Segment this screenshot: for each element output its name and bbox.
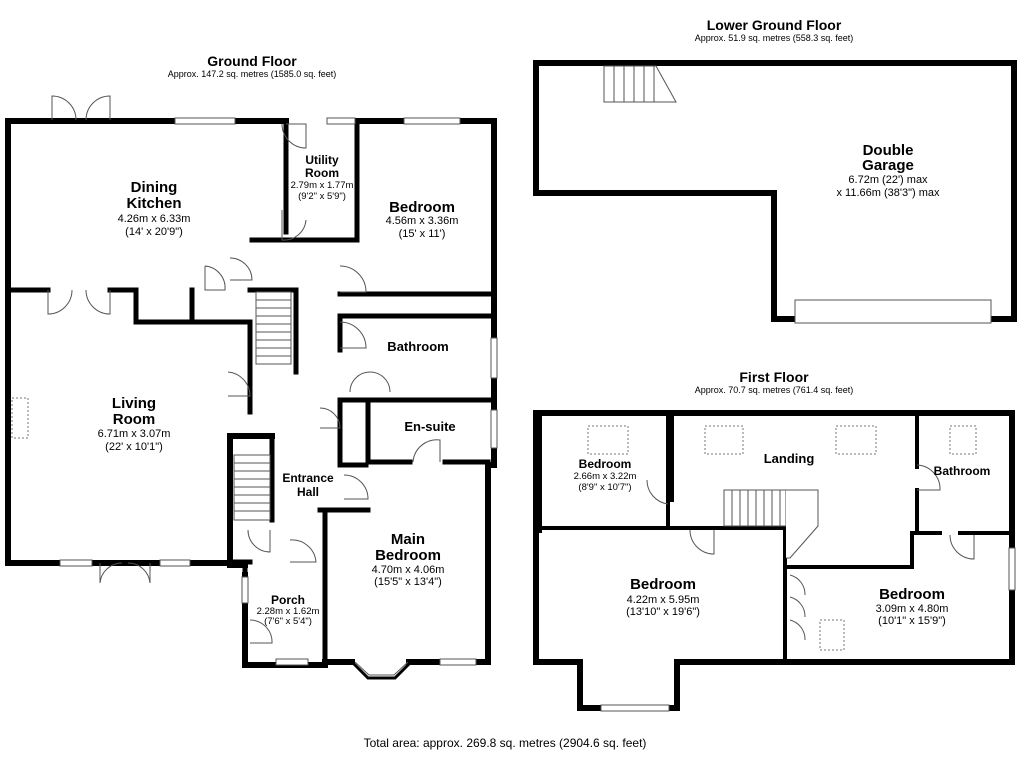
staircase <box>603 65 677 103</box>
staircase <box>723 489 787 527</box>
total-area: Total area: approx. 269.8 sq. metres (29… <box>363 736 647 750</box>
room-living-metric: 6.71m x 3.07m <box>97 428 171 440</box>
room-bedroom-first-small-metric: 2.66m x 3.22m <box>573 471 637 482</box>
wardrobe-doors <box>789 574 806 641</box>
ground-floor-area: Approx. 147.2 sq. metres (1585.0 sq. fee… <box>167 69 337 79</box>
door <box>229 257 253 281</box>
window <box>1008 547 1016 591</box>
room-living-imperial: (22' x 10'1") <box>105 441 163 453</box>
window <box>275 658 309 666</box>
first-floor-title: First Floor <box>739 369 809 385</box>
fireplace <box>11 397 29 439</box>
room-bedroom-first-large-metric: 4.22m x 5.95m <box>626 594 700 606</box>
door <box>249 619 273 644</box>
room-bathroom-ground-name: Bathroom <box>387 339 449 354</box>
room-main-bedroom-name-1: Main <box>390 531 426 548</box>
ground-floor-inner-walls <box>7 118 497 665</box>
room-landing-name: Landing <box>763 451 815 466</box>
ground-floor-title: Ground Floor <box>207 53 297 69</box>
room-bedroom-ground-imperial: (15' x 11') <box>398 228 446 240</box>
room-double-garage-name-1: Double <box>862 142 914 159</box>
room-bedroom-first-small-imperial: (8'9" x 10'7") <box>578 482 632 493</box>
window <box>600 704 670 712</box>
window <box>794 299 992 324</box>
room-bedroom-first-right-imperial: (10'1" x 15'9") <box>878 615 946 627</box>
door <box>916 464 941 491</box>
room-bedroom-ground-metric: 4.56m x 3.36m <box>385 215 459 227</box>
room-en-suite-name: En-suite <box>404 419 456 434</box>
door <box>204 265 226 291</box>
room-main-bedroom-name-2: Bedroom <box>375 547 441 564</box>
bay-window <box>350 660 413 680</box>
room-bedroom-ground-name: Bedroom <box>389 199 455 216</box>
room-bedroom-first-small-name: Bedroom <box>578 457 632 471</box>
window <box>490 409 498 449</box>
room-bedroom-first-large-imperial: (13'10" x 19'6") <box>626 606 700 618</box>
door <box>349 371 391 393</box>
room-utility-metric: 2.79m x 1.77m <box>290 180 354 191</box>
door <box>281 210 307 241</box>
first-floor-walls <box>533 410 1015 711</box>
room-dining-kitchen-imperial: (14' x 20'9") <box>125 226 183 238</box>
room-living-name-2: Room <box>112 411 156 428</box>
french-doors <box>47 289 111 315</box>
door <box>281 123 307 149</box>
skylight <box>587 425 629 455</box>
room-porch-metric: 2.28m x 1.62m <box>256 606 320 617</box>
room-main-bedroom-metric: 4.70m x 4.06m <box>371 564 445 576</box>
lower-ground-floor-walls <box>533 60 1017 322</box>
room-living-name-1: Living <box>111 395 157 412</box>
door <box>289 539 317 563</box>
room-bedroom-first-right-metric: 3.09m x 4.80m <box>875 603 949 615</box>
window <box>326 117 356 125</box>
room-double-garage-line-1: 6.72m (22') max <box>848 174 928 186</box>
ground-floor-walls <box>5 118 497 668</box>
door <box>343 474 369 500</box>
window <box>241 576 249 604</box>
window <box>403 117 461 125</box>
room-bedroom-first-right-name: Bedroom <box>879 586 945 603</box>
staircase <box>255 291 292 365</box>
door <box>339 321 367 349</box>
window <box>174 117 236 125</box>
window <box>490 337 498 379</box>
room-dining-kitchen-name-2: Kitchen <box>126 195 182 212</box>
room-entrance-hall-name-2: Hall <box>296 485 320 499</box>
room-double-garage-line-2: x 11.66m (38'3") max <box>836 187 940 199</box>
door <box>319 407 341 429</box>
room-dining-kitchen-metric: 4.26m x 6.33m <box>117 213 191 225</box>
door <box>247 529 271 553</box>
lower-ground-floor-area: Approx. 51.9 sq. metres (558.3 sq. feet) <box>694 33 854 43</box>
room-utility-name-1: Utility <box>305 153 339 167</box>
window <box>59 559 93 567</box>
room-bathroom-first-name: Bathroom <box>933 464 991 478</box>
door <box>949 534 975 560</box>
first-floor-area: Approx. 70.7 sq. metres (761.4 sq. feet) <box>694 385 854 395</box>
wardrobe <box>819 619 845 651</box>
room-main-bedroom-imperial: (15'5" x 13'4") <box>374 576 442 588</box>
room-porch-name: Porch <box>270 593 306 607</box>
room-porch-imperial: (7'6" x 5'4") <box>264 616 312 627</box>
room-double-garage-name-2: Garage <box>862 157 914 174</box>
first-floor-inner-walls <box>538 416 1010 662</box>
lower-ground-floor-title: Lower Ground Floor <box>706 17 842 33</box>
window <box>159 559 191 567</box>
room-entrance-hall-name-1: Entrance <box>282 471 334 485</box>
door <box>227 371 251 397</box>
french-doors <box>51 95 111 121</box>
door <box>689 529 715 555</box>
room-bedroom-first-large-name: Bedroom <box>630 576 696 593</box>
room-utility-name-2: Room <box>305 166 339 180</box>
skylight <box>704 425 744 455</box>
skylight <box>835 425 877 455</box>
room-dining-kitchen-name-1: Dining <box>130 179 178 196</box>
french-doors <box>99 562 151 584</box>
window <box>439 658 477 666</box>
door <box>339 265 367 293</box>
door <box>412 439 441 463</box>
room-utility-imperial: (9'2" x 5'9") <box>298 191 346 202</box>
door <box>646 479 669 505</box>
skylight <box>949 425 977 455</box>
